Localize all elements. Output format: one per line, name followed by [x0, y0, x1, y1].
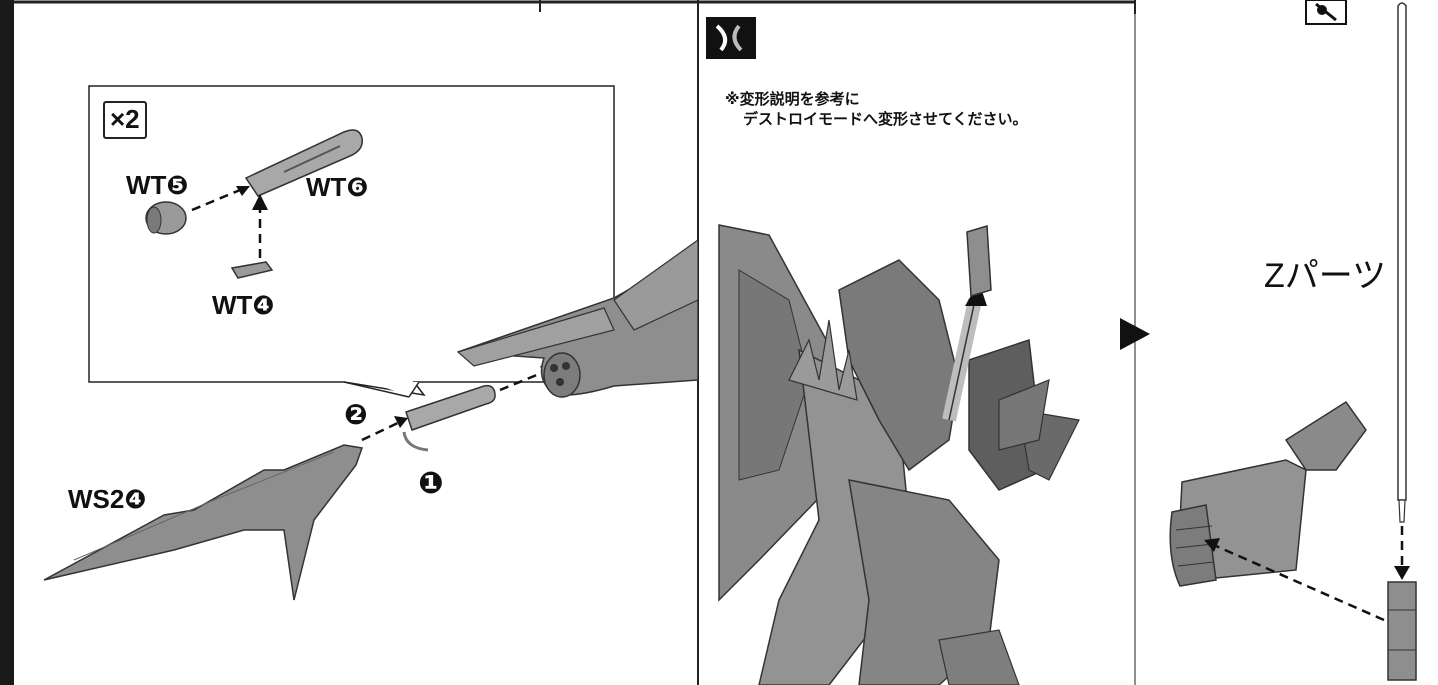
middle-panel: ※変形説明を参考に デストロイモードへ変形させてください。	[699, 0, 1135, 685]
part-label-wt6: WT❻	[306, 172, 369, 202]
left-panel: ×2 WT❺ WT❻ WT❹ ❷ ❶ WS2❹	[14, 0, 698, 685]
inset-parts-drawing	[145, 129, 363, 279]
instruction-note-line2: デストロイモードへ変形させてください。	[743, 110, 1028, 128]
instruction-note-line1: ※変形説明を参考に	[725, 90, 860, 108]
multiplier-label: ×2	[110, 104, 140, 134]
weapon-assembly-drawing	[43, 239, 698, 601]
inset-callout-box	[88, 85, 615, 398]
z-parts-label: Zパーツ	[1264, 257, 1387, 295]
step-marker-2: ❷	[344, 399, 368, 430]
part-label-wt4: WT❹	[212, 290, 275, 320]
right-panel: Zパーツ	[1136, 0, 1438, 685]
right-panel-drawing	[1169, 0, 1417, 681]
middle-panel-drawing	[706, 17, 1080, 685]
step-marker-1: ❶	[418, 467, 444, 500]
part-label-wt5: WT❺	[126, 170, 189, 200]
part-label-ws2-4: WS2❹	[68, 484, 147, 514]
